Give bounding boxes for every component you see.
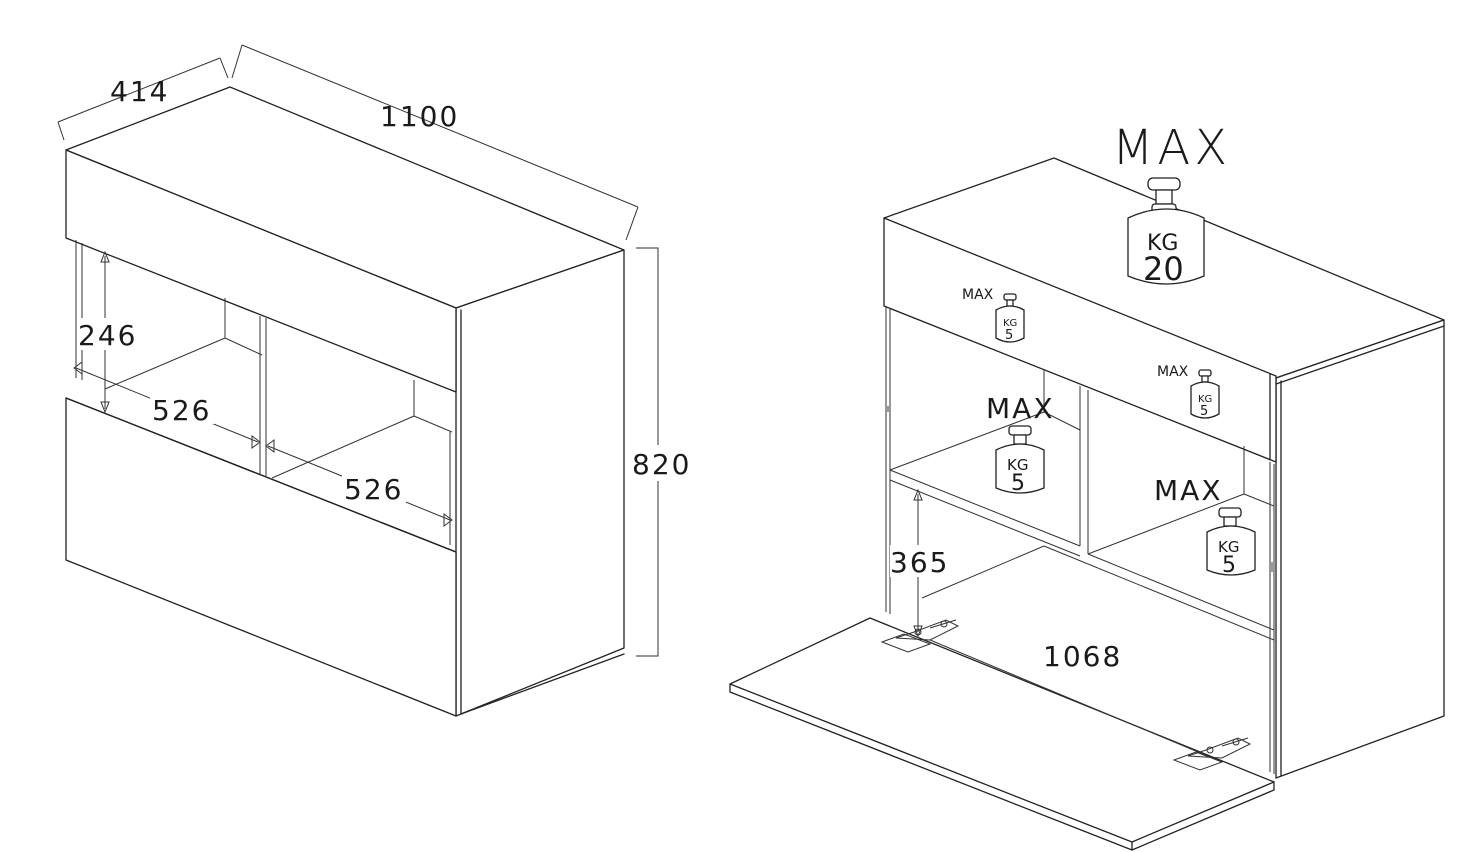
weight-shelf-left: MAX KG 5	[986, 392, 1055, 496]
right-side-panel	[1275, 319, 1445, 779]
weight-flap-right-unit: KG	[1198, 394, 1212, 405]
dim-compartment-left-label: 526	[152, 394, 211, 427]
weight-flap-left-value: 5	[1005, 328, 1013, 343]
weight-shelf-right-icon	[1206, 507, 1256, 576]
dim-compartment-left-526: 526	[73, 361, 261, 449]
weight-shelf-left-value: 5	[1011, 471, 1025, 496]
weight-flap-left-max-label: MAX	[962, 287, 994, 303]
dim-height-820: 820	[630, 247, 691, 657]
dim-inner-height-label: 365	[890, 546, 949, 579]
dim-width-1100: 1100	[231, 44, 639, 241]
weight-top-icon	[1127, 177, 1205, 285]
dim-inner-height-365: 365	[890, 488, 949, 638]
weight-flap-left: MAX KG 5	[962, 287, 1025, 343]
right-open-flap	[729, 617, 1275, 843]
hinge-left	[880, 619, 960, 653]
right-upper-flap	[883, 217, 1277, 463]
dim-inner-width-1068: 1068	[929, 639, 1223, 763]
weight-shelf-left-unit: KG	[1007, 456, 1028, 474]
weight-flap-right-value: 5	[1200, 404, 1208, 419]
weight-shelf-left-icon	[995, 425, 1045, 494]
dim-opening-246: 246	[78, 250, 137, 414]
hinge-right	[1172, 737, 1252, 771]
left-lower-front	[65, 397, 457, 717]
dim-opening-label: 246	[78, 319, 137, 352]
dim-compartment-right-526: 526	[265, 439, 453, 527]
dim-depth-414: 414	[57, 57, 229, 141]
weight-flap-left-unit: KG	[1003, 318, 1017, 329]
right-cabinet-view: 365 1068 MAX KG 20 MAX	[729, 120, 1445, 851]
left-side-panel	[455, 249, 625, 717]
dim-depth-label: 414	[110, 75, 169, 108]
weight-shelf-right: MAX KG 5	[1154, 474, 1256, 578]
weight-top-value: 20	[1143, 250, 1184, 288]
weight-top-unit: KG	[1147, 231, 1178, 256]
weight-shelf-right-max-label: MAX	[1154, 474, 1223, 507]
dim-inner-width-label: 1068	[1043, 640, 1122, 673]
weight-flap-right-max-label: MAX	[1157, 364, 1189, 380]
dim-width-label: 1100	[380, 100, 459, 133]
dim-compartment-right-label: 526	[344, 473, 403, 506]
left-upper-flap	[65, 149, 457, 393]
weight-flap-right-icon	[1190, 369, 1220, 419]
weight-shelf-right-value: 5	[1222, 553, 1236, 578]
weight-shelf-left-max-label: MAX	[986, 392, 1055, 425]
weight-top: MAX KG 20	[1112, 120, 1231, 288]
left-cabinet-view: 414 1100 820 246 526	[57, 44, 691, 717]
weight-flap-left-icon	[995, 293, 1025, 343]
weight-shelf-right-unit: KG	[1218, 538, 1239, 556]
weight-flap-right: MAX KG 5	[1157, 364, 1220, 419]
dim-height-label: 820	[632, 448, 691, 481]
weight-top-max-label: MAX	[1112, 120, 1231, 176]
